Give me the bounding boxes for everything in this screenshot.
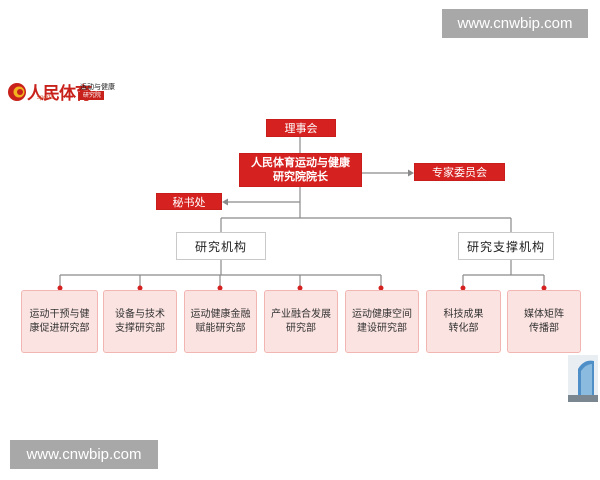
council-node: 理事会 xyxy=(266,119,336,137)
department-line1: 运动干预与健 xyxy=(29,308,90,320)
logo-subtitle: sports xyxy=(37,95,54,101)
experts-committee-node: 专家委员会 xyxy=(414,163,505,181)
department-line2: 传播部 xyxy=(529,322,559,334)
department-line2: 建设研究部 xyxy=(357,322,407,334)
department-line2: 赋能研究部 xyxy=(195,322,246,334)
president-node: 人民体育运动与健康 研究院院长 xyxy=(239,153,362,187)
secretariat-node: 秘书处 xyxy=(156,193,222,210)
department-node: 运动健康金融 赋能研究部 xyxy=(184,290,257,353)
department-line2: 研究部 xyxy=(286,322,316,334)
department-node: 产业融合发展 研究部 xyxy=(264,290,338,353)
research-institutions-node: 研究机构 xyxy=(176,232,266,260)
watermark-bottom: www.cnwbip.com xyxy=(10,440,158,469)
department-node: 运动健康空间 建设研究部 xyxy=(345,290,419,353)
department-line1: 运动健康空间 xyxy=(352,308,412,320)
department-line1: 设备与技术 xyxy=(115,308,165,320)
department-node: 科技成果 转化部 xyxy=(426,290,501,353)
department-line2: 转化部 xyxy=(448,322,479,334)
logo-org-line2: 研究院 xyxy=(80,91,105,100)
department-line1: 媒体矩阵 xyxy=(524,308,564,320)
building-thumbnail xyxy=(568,355,598,402)
research-support-node: 研究支撑机构 xyxy=(458,232,554,260)
department-node: 媒体矩阵 传播部 xyxy=(507,290,581,353)
department-line1: 产业融合发展 xyxy=(271,308,331,320)
department-line2: 康促进研究部 xyxy=(29,322,90,334)
logo-icon xyxy=(8,83,26,101)
president-line1: 人民体育运动与健康 xyxy=(251,156,350,169)
department-line1: 运动健康金融 xyxy=(190,308,251,320)
department-node: 设备与技术 支撑研究部 xyxy=(103,290,177,353)
logo-org-line1: 运动与健康 xyxy=(80,83,115,91)
department-line2: 支撑研究部 xyxy=(115,322,165,334)
logo-text: 人民体育 xyxy=(27,84,92,104)
president-line2: 研究院院长 xyxy=(273,170,328,183)
watermark-top: www.cnwbip.com xyxy=(442,9,588,38)
department-node: 运动干预与健 康促进研究部 xyxy=(21,290,98,353)
department-line1: 科技成果 xyxy=(443,308,484,320)
